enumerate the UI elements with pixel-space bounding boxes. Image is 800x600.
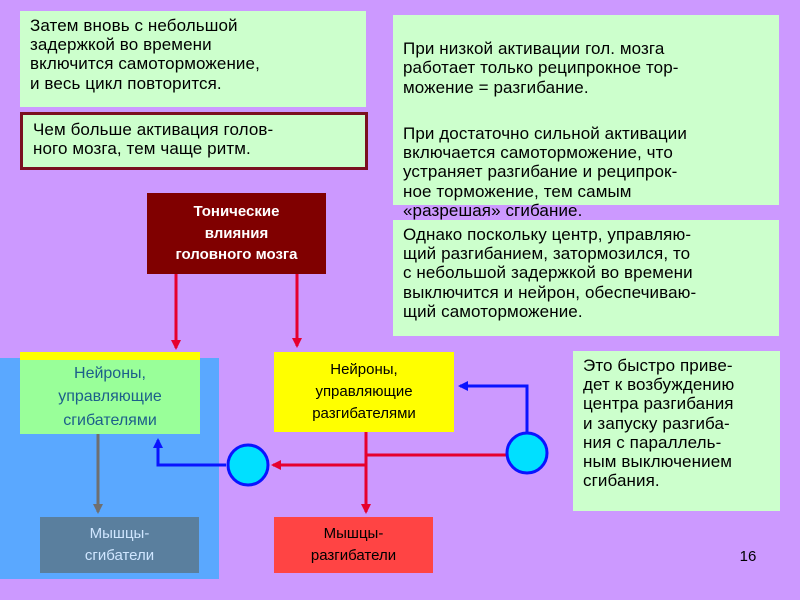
flexor-neurons-box: Нейроны, управляющие сгибателями [20,360,200,434]
arrow-right-node-to-extensor-neurons [458,381,529,433]
flexor-neurons-top-strip [20,352,200,360]
note-extensor-inhibited: Однако поскольку центр, управляю- щий ра… [393,220,779,336]
flexor-interneuron-circle [226,443,270,487]
note-low-activation: При низкой активации гол. мозга работает… [403,39,679,97]
extensor-neurons-box: Нейроны, управляющие разгибателями [274,352,454,432]
note-high-activation: При достаточно сильной активации включае… [403,124,687,220]
tonic-influences-box: Тонические влияния головного мозга [147,193,326,274]
flexor-muscles-box: Мышцы- сгибатели [40,517,199,573]
note-extension-restart: Это быстро приве- дет к возбуждению цент… [573,351,780,511]
note-cycle-repeats: Затем вновь с небольшой задержкой во вре… [20,11,366,107]
extensor-muscles-box: Мышцы- разгибатели [274,517,433,573]
note-rhythm: Чем больше активация голов- ного мозга, … [20,112,368,170]
self-inhibition-interneuron-circle [505,431,549,475]
note-activation-levels: При низкой активации гол. мозга работает… [393,15,779,220]
page-number: 16 [739,548,757,565]
